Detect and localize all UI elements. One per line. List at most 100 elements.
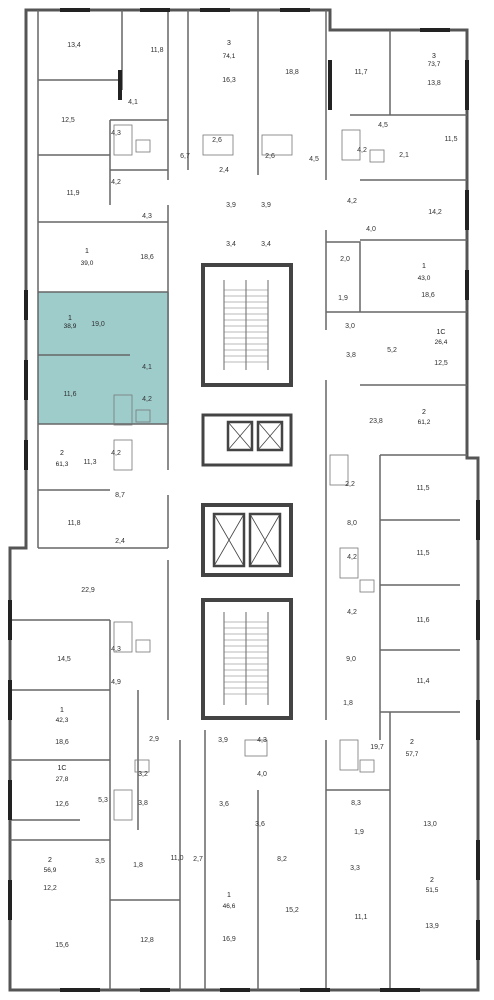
room-area: 2,4 bbox=[115, 538, 125, 545]
apartment-area: 73,7 bbox=[428, 61, 441, 68]
room-area: 4,1 bbox=[128, 99, 138, 106]
apartment-a06-label: 1С 26,4 bbox=[435, 329, 448, 346]
room-area: 22,9 bbox=[81, 587, 95, 594]
apartment-labels: 3 74,1 3 73,7 1 39,0 1 43,0 1 38,9 1С 26… bbox=[44, 40, 448, 910]
apartment-a07-label: 2 61,2 bbox=[418, 409, 431, 426]
room-area: 14,5 bbox=[57, 656, 71, 663]
room-area: 3,3 bbox=[350, 865, 360, 872]
apartment-a08-label: 2 61,3 bbox=[56, 450, 69, 468]
room-area: 2,4 bbox=[219, 167, 229, 174]
room-area: 12,8 bbox=[140, 937, 154, 944]
apartment-rooms: 1 bbox=[422, 263, 426, 270]
apartment-area: 42,3 bbox=[56, 717, 69, 724]
apartment-a05-label: 1 38,9 bbox=[64, 315, 77, 330]
room-area: 4,9 bbox=[111, 679, 121, 686]
apartment-rooms: 2 bbox=[48, 857, 52, 864]
room-area: 4,2 bbox=[347, 554, 357, 561]
room-area: 4,2 bbox=[347, 609, 357, 616]
apartment-area: 74,1 bbox=[223, 53, 236, 60]
stair-treads bbox=[224, 289, 268, 695]
room-area: 16,9 bbox=[222, 936, 236, 943]
apartment-rooms: 1 bbox=[68, 315, 72, 322]
apartment-rooms: 1 bbox=[60, 707, 64, 714]
room-area: 4,2 bbox=[347, 198, 357, 205]
apartment-a01-label: 3 74,1 bbox=[223, 40, 236, 60]
apartment-rooms: 1С bbox=[58, 765, 67, 772]
apartment-area: 57,7 bbox=[406, 751, 419, 758]
room-area: 1,8 bbox=[343, 700, 353, 707]
apartment-a04-label: 1 43,0 bbox=[418, 263, 431, 282]
room-area: 18,8 bbox=[285, 69, 299, 76]
room-area: 11,9 bbox=[66, 190, 79, 197]
room-area: 16,3 bbox=[222, 77, 236, 84]
room-area: 11,4 bbox=[416, 678, 429, 685]
room-area: 3,8 bbox=[346, 352, 356, 359]
room-area: 4,3 bbox=[111, 646, 121, 653]
room-area: 3,0 bbox=[345, 323, 355, 330]
facade-openings bbox=[8, 8, 480, 992]
apartment-a13-label: 2 51,5 bbox=[426, 877, 439, 894]
room-area: 13,9 bbox=[425, 923, 439, 930]
room-area: 2,0 bbox=[340, 256, 350, 263]
room-area: 12,2 bbox=[43, 885, 57, 892]
room-area: 11,8 bbox=[67, 520, 80, 527]
room-area: 3,9 bbox=[261, 202, 271, 209]
room-area: 4,0 bbox=[366, 226, 376, 233]
outer-walls bbox=[8, 8, 480, 992]
apartment-rooms: 1С bbox=[437, 329, 446, 336]
room-area: 4,0 bbox=[257, 771, 267, 778]
apartment-area: 61,3 bbox=[56, 461, 69, 468]
room-area: 12,5 bbox=[61, 117, 75, 124]
room-area: 1,9 bbox=[338, 295, 348, 302]
room-area-labels: 13,4 11,8 16,3 18,8 11,7 13,8 4,1 12,5 4… bbox=[43, 42, 457, 949]
apartment-area: 43,0 bbox=[418, 275, 431, 282]
room-area: 8,7 bbox=[115, 492, 125, 499]
apartment-a03-label: 1 39,0 bbox=[81, 248, 94, 267]
apartment-rooms: 2 bbox=[430, 877, 434, 884]
room-area: 11,6 bbox=[416, 617, 429, 624]
room-area: 15,2 bbox=[285, 907, 299, 914]
apartment-area: 46,6 bbox=[223, 903, 236, 910]
room-area: 2,6 bbox=[212, 137, 222, 144]
room-area: 2,7 bbox=[193, 856, 203, 863]
apartment-a02-label: 3 73,7 bbox=[428, 53, 441, 68]
room-area: 11,3 bbox=[83, 459, 96, 466]
apartment-a10-label: 1 42,3 bbox=[56, 707, 69, 724]
room-area: 13,0 bbox=[423, 821, 437, 828]
room-area: 1,9 bbox=[354, 829, 364, 836]
room-area: 11,0 bbox=[170, 855, 183, 862]
room-area: 11,1 bbox=[354, 914, 367, 921]
room-area: 4,3 bbox=[111, 130, 121, 137]
room-area: 12,5 bbox=[434, 360, 448, 367]
room-area: 4,2 bbox=[357, 147, 367, 154]
bathroom-fixtures bbox=[113, 124, 385, 821]
apartment-rooms: 1 bbox=[85, 248, 89, 255]
apartment-rooms: 3 bbox=[432, 53, 436, 60]
apartment-area: 39,0 bbox=[81, 260, 94, 267]
apartment-a12-label: 2 56,9 bbox=[44, 857, 57, 874]
room-area: 8,2 bbox=[277, 856, 287, 863]
apartment-rooms: 2 bbox=[60, 450, 64, 457]
room-area: 4,5 bbox=[309, 156, 319, 163]
room-area: 3,6 bbox=[255, 821, 265, 828]
highlighted-apartment-fill[interactable] bbox=[38, 292, 169, 424]
room-area: 4,5 bbox=[378, 122, 388, 129]
apartment-rooms: 3 bbox=[227, 40, 231, 47]
apartment-a09-label: 2 57,7 bbox=[406, 739, 419, 758]
apartment-area: 26,4 bbox=[435, 339, 448, 346]
room-area: 8,0 bbox=[347, 520, 357, 527]
room-area: 4,1 bbox=[142, 364, 152, 371]
room-area: 11,8 bbox=[150, 47, 163, 54]
room-area: 11,7 bbox=[354, 69, 367, 76]
room-area: 3,4 bbox=[261, 241, 271, 248]
room-area: 3,6 bbox=[219, 801, 229, 808]
room-area: 1,8 bbox=[133, 862, 143, 869]
apartment-area: 56,9 bbox=[44, 867, 57, 874]
room-area: 3,9 bbox=[226, 202, 236, 209]
room-area: 6,7 bbox=[180, 153, 190, 160]
room-area: 3,2 bbox=[138, 771, 148, 778]
room-area: 19,0 bbox=[91, 321, 105, 328]
room-area: 4,3 bbox=[257, 737, 267, 744]
room-area: 13,8 bbox=[427, 80, 441, 87]
